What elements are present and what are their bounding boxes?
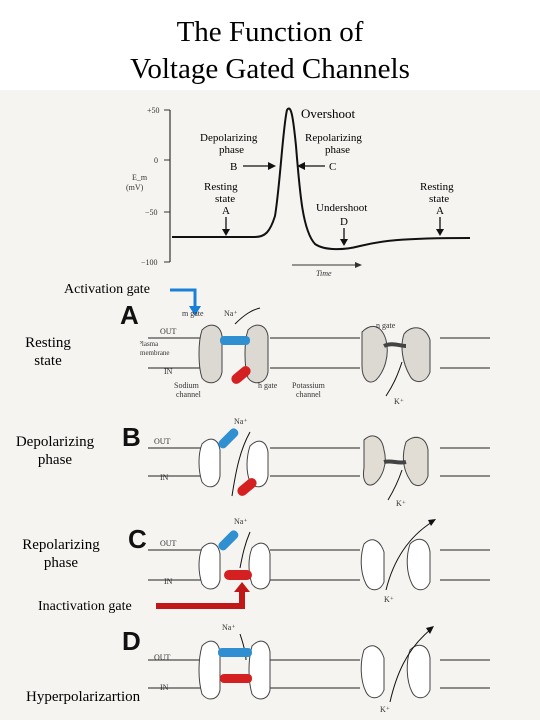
k-label-d: K⁺: [380, 705, 390, 714]
resting-right-letter: A: [436, 205, 444, 217]
k-label-c: K⁺: [384, 595, 394, 604]
figure-scan: [0, 90, 540, 720]
k-label-a: K⁺: [394, 397, 404, 405]
sodium-channel-c: [198, 542, 221, 590]
tick-label-neg50: −50: [145, 208, 158, 217]
potassium-channel-label-2: channel: [296, 390, 322, 399]
inactivation-gate-callout: Inactivation gate: [38, 599, 132, 614]
panel-a-state-line-1: Resting: [25, 335, 71, 351]
y-axis-label: E_m: [132, 173, 148, 182]
in-label-a: IN: [164, 367, 173, 376]
tick-label-50: +50: [147, 106, 160, 115]
panel-c-state-line-2: phase: [43, 555, 79, 571]
activation-gate-c: [218, 530, 239, 551]
out-label-c: OUT: [160, 539, 177, 548]
panel-c-membrane: Na⁺ OUT IN K⁺: [148, 517, 490, 604]
panel-letter-a: A: [120, 300, 139, 330]
action-potential-trace: [172, 107, 471, 251]
resting-left-letter: A: [222, 205, 230, 217]
h-gate-label: h gate: [258, 381, 278, 390]
tick-label-0: 0: [154, 156, 158, 165]
resting-right-label-2: state: [429, 193, 449, 205]
inactivation-gate-c: [224, 570, 252, 580]
undershoot-letter: D: [340, 216, 348, 228]
panel-b-state-line-2: phase: [37, 452, 73, 468]
activation-gate-callout: Activation gate: [64, 282, 150, 297]
potassium-channel-a: [361, 325, 388, 383]
inactivation-gate-a: [231, 366, 251, 384]
m-gate-label: m gate: [182, 309, 204, 318]
undershoot-label: Undershoot: [316, 202, 367, 214]
plasma-membrane-label: Plasma: [140, 340, 159, 348]
out-label-d: OUT: [154, 653, 171, 662]
inactivation-gate-b: [237, 478, 257, 496]
na-label-c: Na⁺: [234, 517, 248, 526]
potassium-channel-d: [360, 645, 385, 699]
n-gate-label: n gate: [376, 321, 396, 330]
panel-b-state: Depolarizing phase: [10, 433, 100, 469]
na-label-a: Na⁺: [224, 309, 238, 318]
resting-right-label: Resting: [420, 181, 454, 193]
activation-gate-a: [220, 336, 250, 345]
title-line-2: Voltage Gated Channels: [130, 53, 410, 85]
sodium-channel-d: [198, 640, 221, 700]
panel-a-state: Resting state: [8, 334, 88, 370]
panel-letter-b: B: [122, 422, 141, 452]
sodium-channel-b: [198, 438, 221, 488]
na-label-b: Na⁺: [234, 417, 248, 426]
resting-left-label-2: state: [215, 193, 235, 205]
activation-gate-b: [218, 428, 239, 449]
action-potential-graph: +50 0 −50 −100 E_m (mV) Time Overshoot D…: [126, 106, 471, 278]
depolarizing-letter: B: [230, 161, 237, 173]
resting-left-label: Resting: [204, 181, 238, 193]
y-axis-unit: (mV): [126, 183, 144, 192]
repolarizing-label: Repolarizing: [305, 132, 362, 144]
depolarizing-label-2: phase: [219, 144, 244, 156]
title-line-1: The Function of: [176, 16, 364, 48]
panel-c-state-line-1: Repolarizing: [22, 537, 100, 553]
potassium-channel-b: [363, 435, 386, 486]
na-label-d: Na⁺: [222, 623, 236, 632]
panel-b-state-line-1: Depolarizing: [15, 434, 95, 450]
potassium-channel-label: Potassium: [292, 381, 326, 390]
in-label-b: IN: [160, 473, 169, 482]
panel-a-membrane: m gate Na⁺ OUT Plasma membrane IN h gate…: [140, 307, 490, 405]
in-label-c: IN: [164, 577, 173, 586]
activation-gate-d: [218, 648, 252, 657]
repolarizing-label-2: phase: [325, 144, 350, 156]
plasma-membrane-label-2: membrane: [140, 349, 170, 357]
panel-letter-d: D: [122, 626, 141, 656]
out-label-b: OUT: [154, 437, 171, 446]
x-axis-label: Time: [316, 269, 332, 278]
panel-c-state: Repolarizing phase: [16, 536, 106, 572]
k-label-b: K⁺: [396, 499, 406, 508]
activation-gate-arrow: [170, 288, 201, 316]
inactivation-gate-d: [220, 674, 252, 683]
page-title: The Function of Voltage Gated Channels: [0, 14, 540, 88]
repolarizing-letter: C: [329, 161, 336, 173]
panel-a-state-line-2: state: [34, 353, 62, 369]
depolarizing-label: Depolarizing: [200, 132, 258, 144]
panel-d-membrane: Na⁺ OUT IN K⁺: [148, 623, 490, 714]
sodium-channel-label-2: channel: [176, 390, 202, 399]
inactivation-gate-arrow: [156, 582, 250, 609]
potassium-channel-c: [360, 539, 385, 591]
overshoot-label: Overshoot: [301, 106, 356, 121]
tick-label-neg100: −100: [141, 258, 158, 267]
panel-d-state-line-1: Hyperpolarizartion: [26, 689, 141, 705]
sodium-channel-label: Sodium: [174, 381, 200, 390]
panel-b-membrane: Na⁺ OUT IN K⁺: [148, 417, 490, 508]
panel-letter-c: C: [128, 524, 147, 554]
sodium-channel-a: [198, 324, 223, 384]
out-label-a: OUT: [160, 327, 177, 336]
panel-d-state: Hyperpolarizartion: [26, 688, 196, 706]
